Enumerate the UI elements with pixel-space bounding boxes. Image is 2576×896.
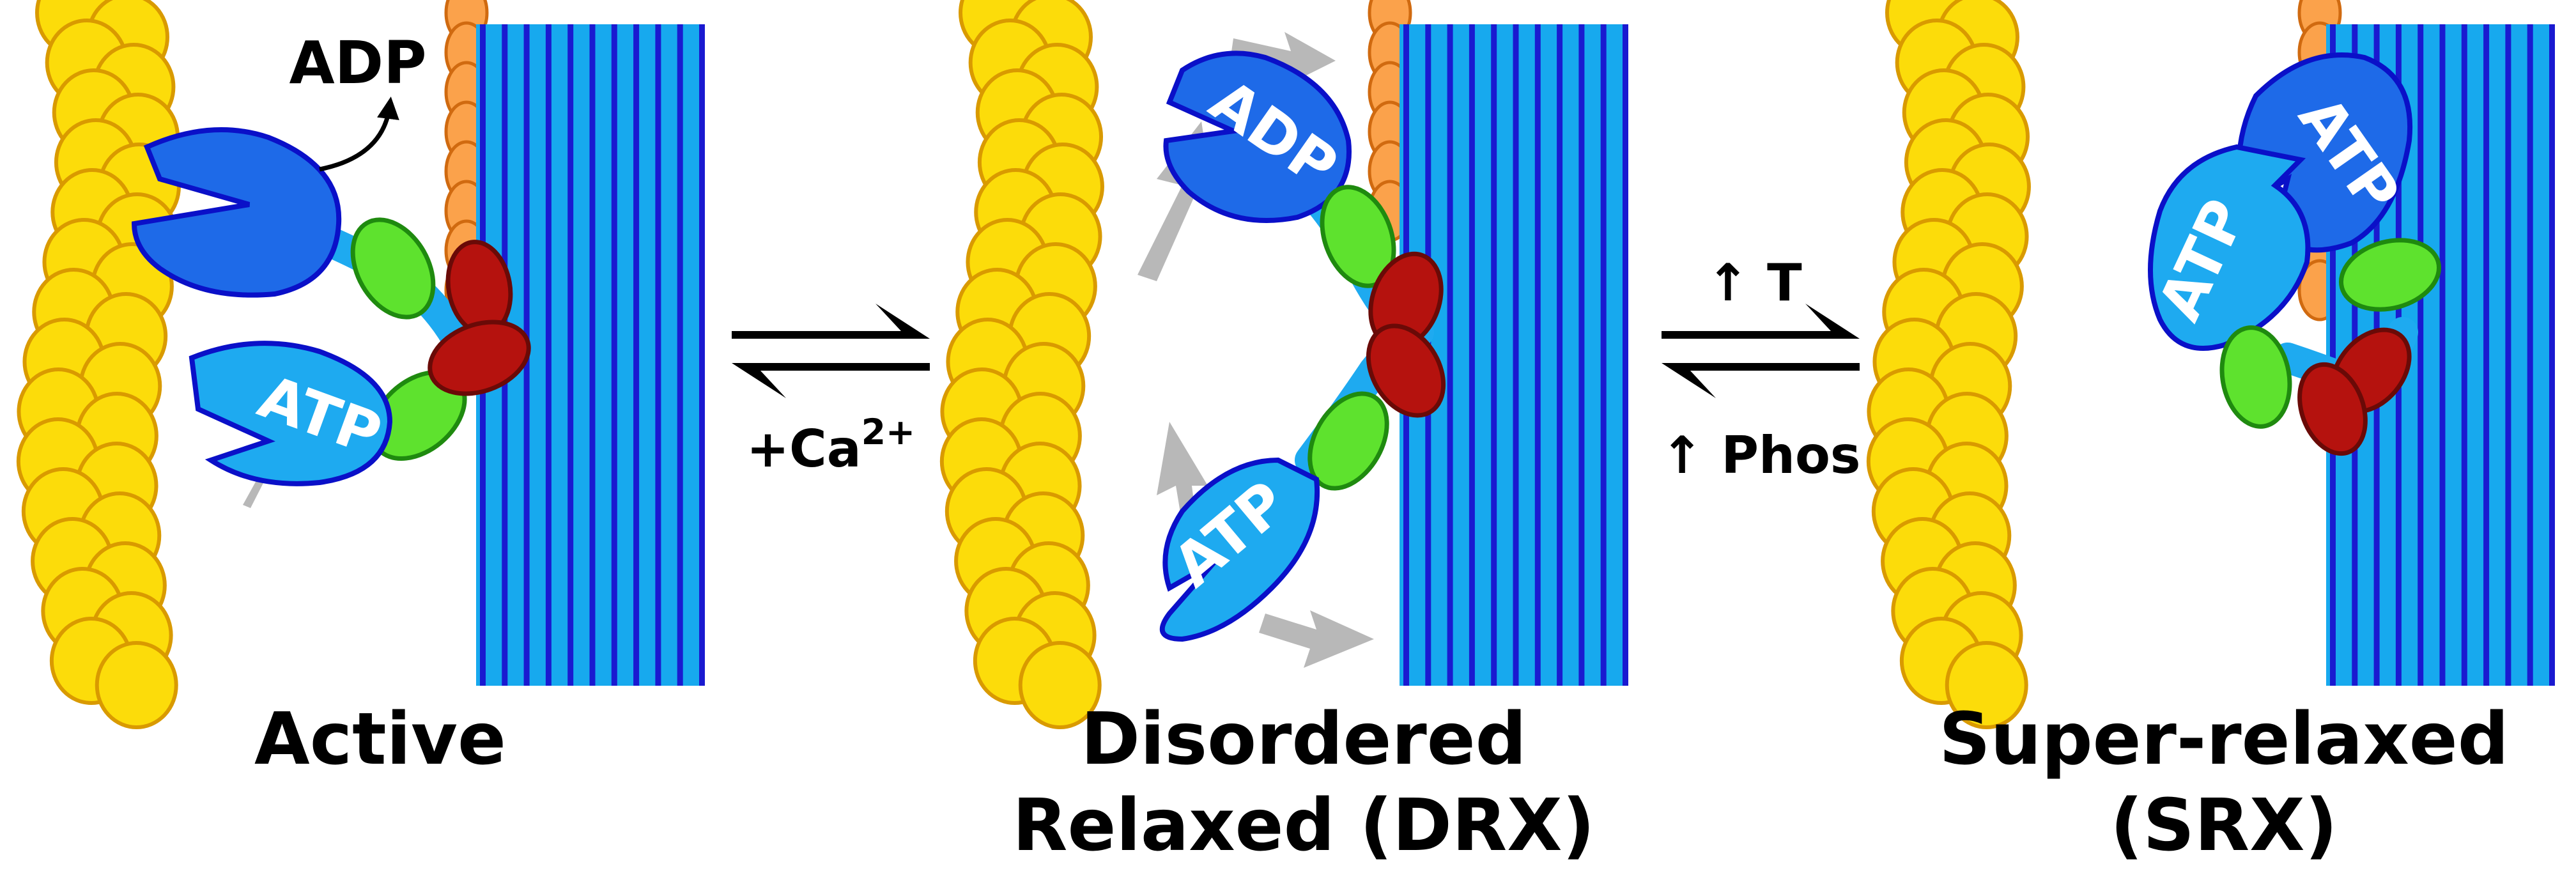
myosin-head-icon <box>1159 457 1320 642</box>
condition-label: +Ca2+ <box>746 412 915 479</box>
thick-filament-stripe <box>2330 24 2336 686</box>
panel-caption: Disordered <box>1081 698 1527 781</box>
panel-caption: Active <box>254 698 506 781</box>
panel-caption: (SRX) <box>2110 784 2338 867</box>
thick-filament-stripe <box>1578 24 1585 686</box>
actin-filament <box>16 0 181 729</box>
thick-filament-stripe <box>1469 24 1475 686</box>
panel-caption: Relaxed (DRX) <box>1012 784 1594 867</box>
thick-filament-stripe <box>2527 24 2533 686</box>
condition-label: ↑ Phos <box>1660 426 1860 485</box>
thick-filament-stripe <box>1534 24 1541 686</box>
essential-light-chain <box>2338 238 2442 312</box>
actin-monomer <box>1018 641 1102 729</box>
thick-filament-stripe <box>2461 24 2467 686</box>
actin-filament <box>1866 0 2031 729</box>
thick-filament-stripe <box>1513 24 1519 686</box>
thick-filament-stripe <box>699 24 705 686</box>
actin-monomer <box>95 641 178 729</box>
thick-filament-stripe <box>1623 24 1628 686</box>
motion-arrow <box>1259 610 1374 668</box>
myosin-head-icon <box>131 127 342 298</box>
essential-light-chain <box>1307 391 1389 491</box>
thick-filament-stripe <box>633 24 640 686</box>
actin-filament <box>939 0 1104 729</box>
reverse-arrow <box>1662 363 1860 398</box>
thick-filament-stripe <box>677 24 683 686</box>
thick-filament-stripe <box>611 24 617 686</box>
reverse-arrow <box>732 363 930 398</box>
thick-filament-stripe <box>2418 24 2424 686</box>
panel-drx: ADP ATP Disordered Relaxed (DRX) <box>939 0 1628 867</box>
equilibrium-arrows: +Ca2+ <box>732 304 930 479</box>
thick-filament-stripe <box>1491 24 1497 686</box>
thick-filament-stripe <box>1447 24 1453 686</box>
thick-filament-stripe <box>1600 24 1607 686</box>
thick-filament-stripe <box>567 24 574 686</box>
forward-arrow <box>1662 304 1860 339</box>
regulatory-light-chain <box>2297 362 2368 456</box>
panel-srx: ATP ATP Super-relaxed (SRX) <box>1866 0 2555 867</box>
panel-active: ATP ADP Active <box>16 0 705 781</box>
panel-caption: Super-relaxed <box>1939 698 2509 781</box>
thick-filament-stripe <box>2439 24 2446 686</box>
thick-filament-stripe <box>2505 24 2511 686</box>
thick-filament-stripe <box>2483 24 2490 686</box>
essential-light-chain <box>2219 325 2292 429</box>
thick-filament-stripe <box>545 24 551 686</box>
thick-filament-stripe <box>655 24 661 686</box>
release-arrow <box>319 97 399 172</box>
thick-filament-stripe <box>1557 24 1563 686</box>
equilibrium-arrows: ↑ T ↑ Phos <box>1660 253 1860 485</box>
actin-monomer <box>1945 641 2028 729</box>
myosin-head-icon <box>189 341 393 486</box>
myosin-head-icon <box>2148 144 2311 351</box>
condition-label: ↑ T <box>1706 253 1802 313</box>
motion-arrow <box>1230 32 1336 89</box>
thick-filament <box>1400 24 1628 686</box>
released-adp-label: ADP <box>289 29 427 97</box>
regulatory-light-chain <box>428 320 531 396</box>
regulatory-light-chain <box>1366 323 1446 418</box>
thick-filament-stripe <box>2549 24 2555 686</box>
thick-filament-stripe <box>589 24 596 686</box>
forward-arrow <box>732 304 930 339</box>
essential-light-chain <box>350 217 436 320</box>
